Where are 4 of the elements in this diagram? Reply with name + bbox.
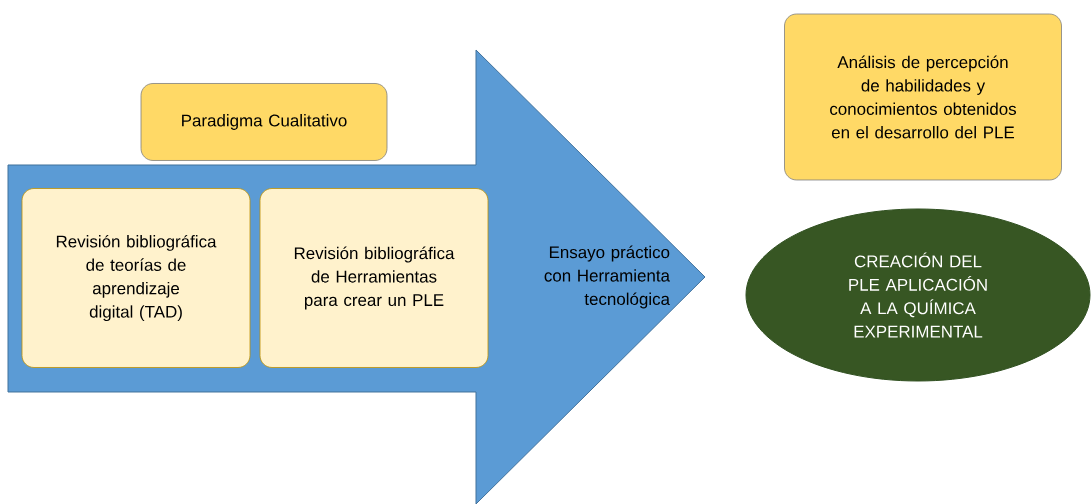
rounded-box: Revisión bibliográfica de Herramientas para crear un PLE <box>259 188 489 368</box>
rounded-box: Análisis de percepción de habilidades y conocimientos obtenidos en el desarrollo del PLE <box>784 13 1062 181</box>
rounded-box: Revisión bibliográfica de teorías de aprendizaje digital (TAD) <box>21 188 251 368</box>
rounded-box: Paradigma Cualitativo <box>140 83 388 161</box>
